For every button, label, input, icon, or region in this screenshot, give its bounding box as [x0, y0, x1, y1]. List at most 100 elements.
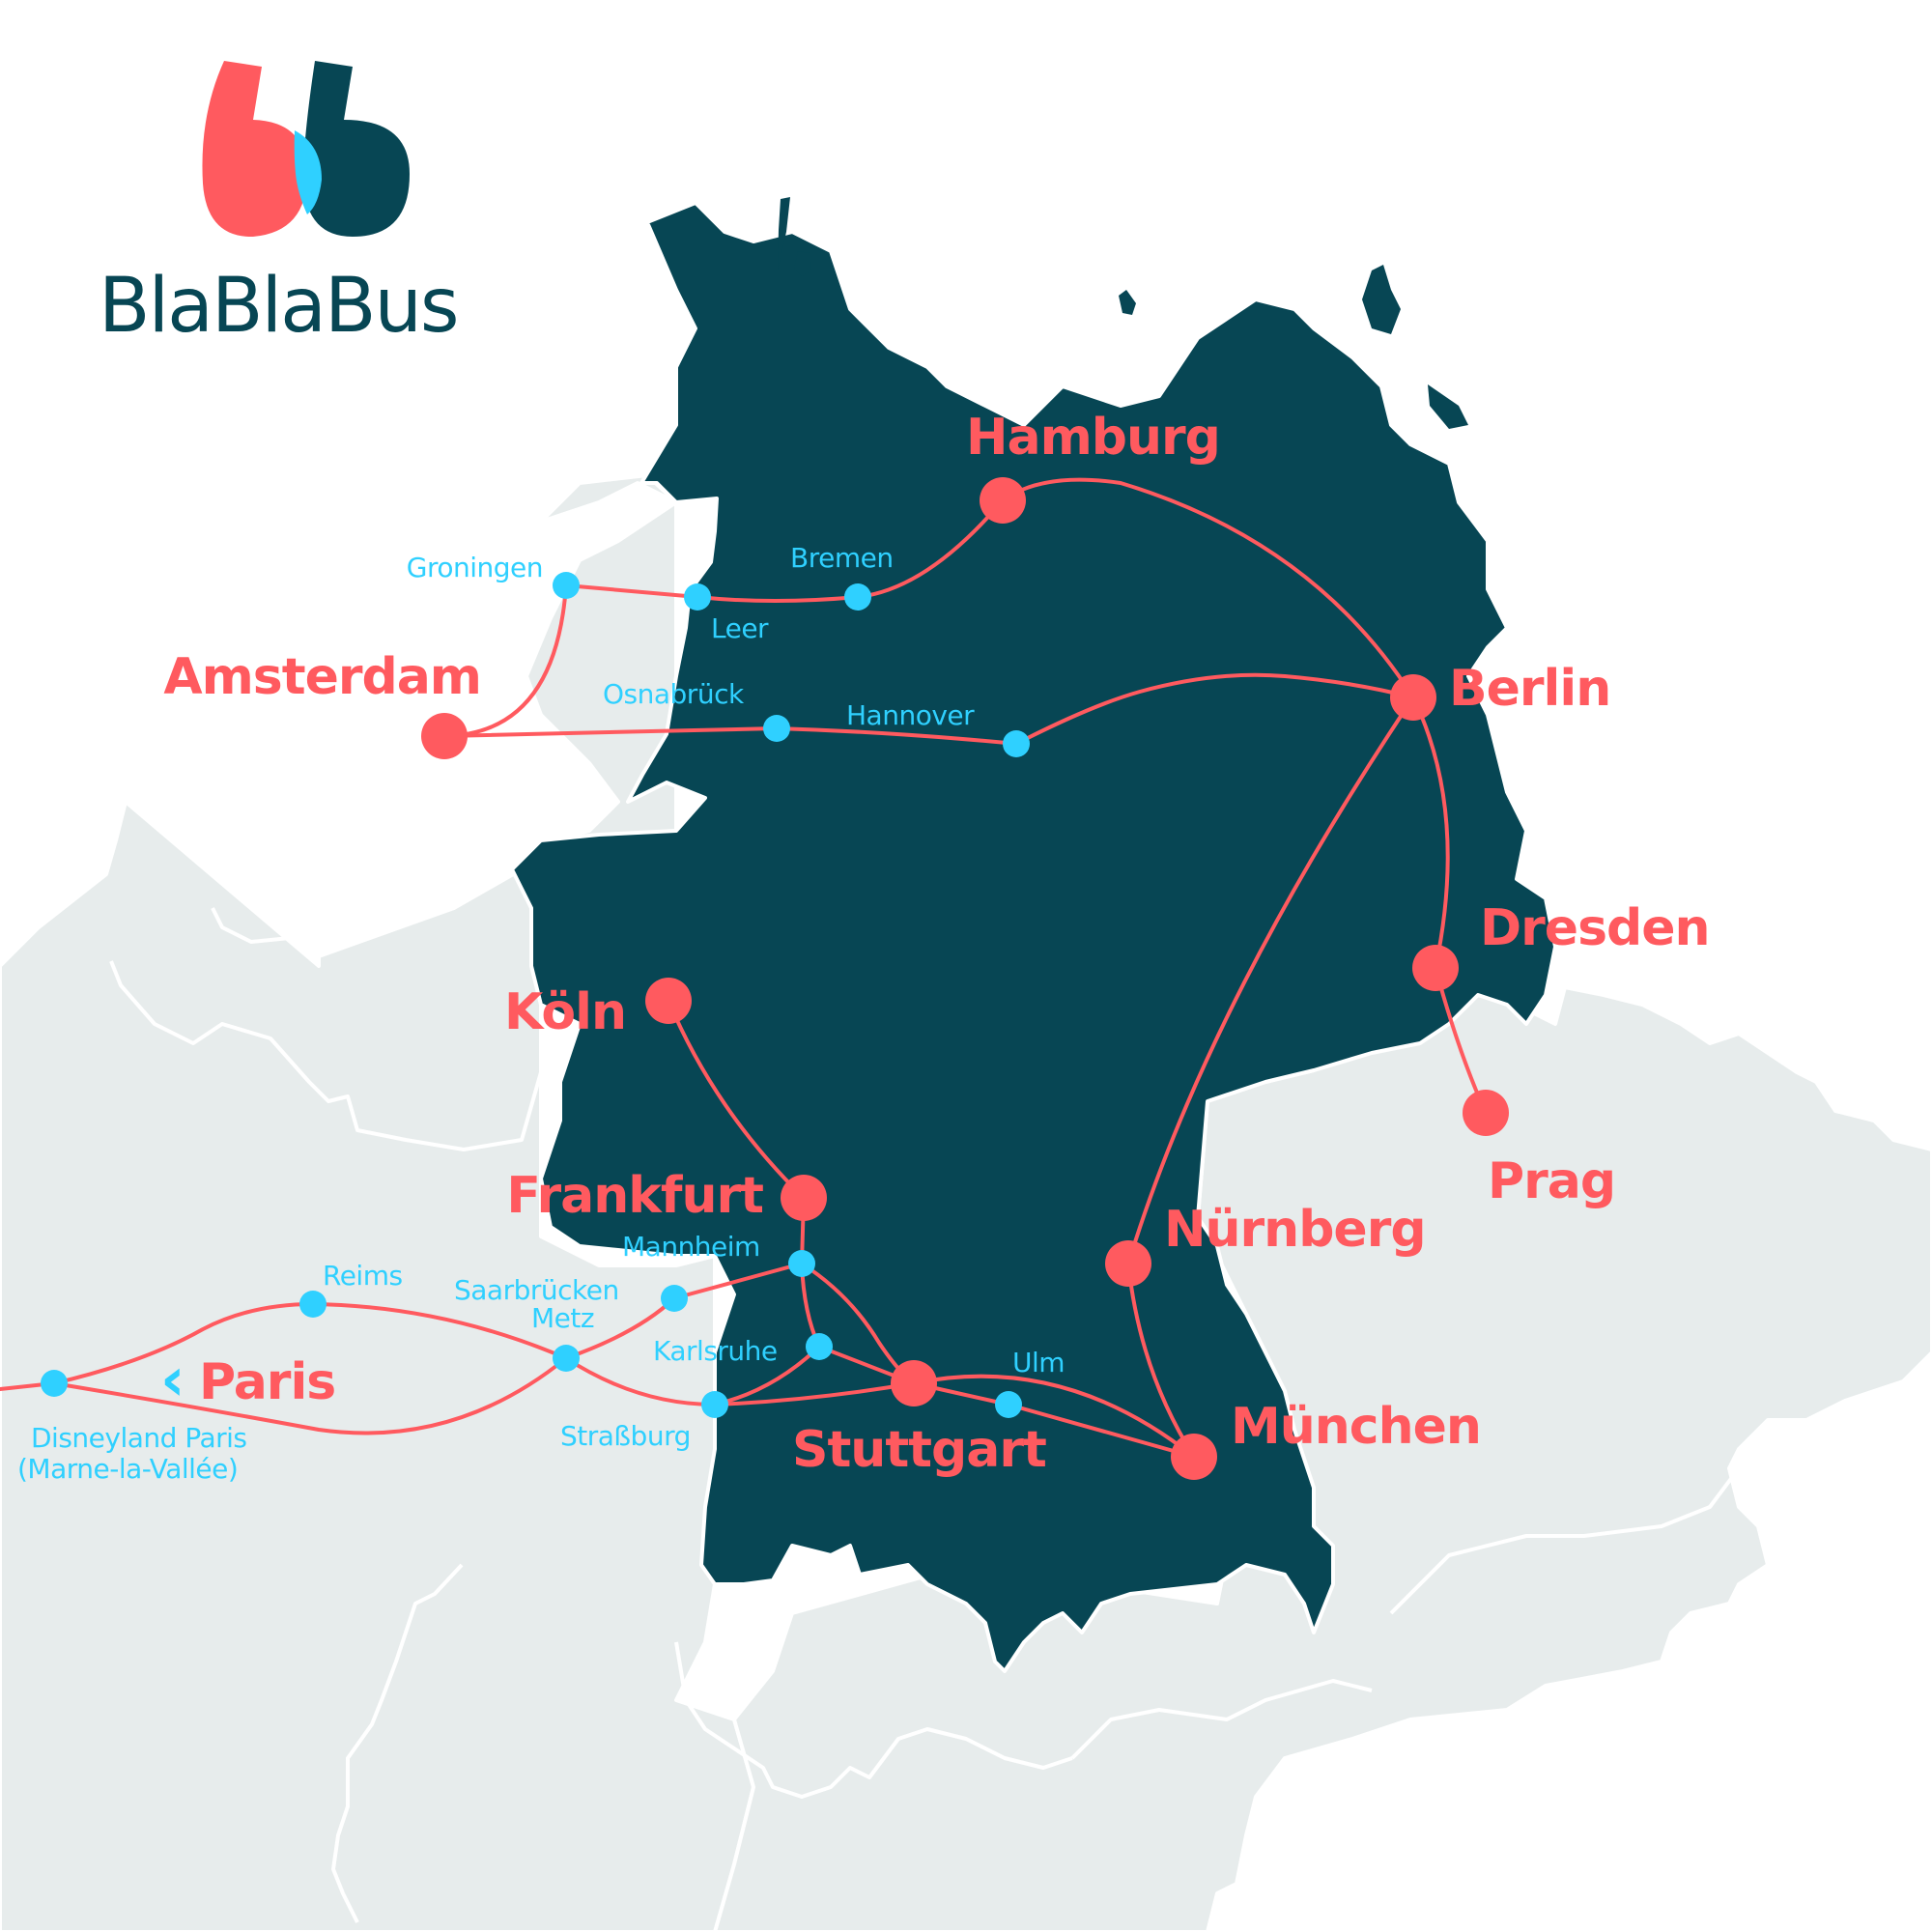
- city-nuernberg[interactable]: Nürnberg: [1105, 1201, 1427, 1287]
- stop-marker-icon: [41, 1370, 68, 1397]
- city-marker-icon: [781, 1175, 827, 1221]
- city-stuttgart[interactable]: Stuttgart: [792, 1360, 1047, 1479]
- border-at-it: [1070, 1679, 1373, 1760]
- route-metz-strassburg: [564, 1356, 717, 1406]
- city-marker-icon: [980, 477, 1026, 524]
- city-label: Frankfurt: [506, 1167, 763, 1225]
- border-be-nl-top: [211, 829, 581, 944]
- route-stuttgart-muenchen-arc: [912, 1374, 1196, 1459]
- border-fr-ch: [331, 1563, 464, 1923]
- city-frankfurt[interactable]: Frankfurt: [506, 1167, 827, 1225]
- stop-label: Metz: [531, 1302, 594, 1334]
- czechia-austria-land: [713, 985, 1932, 1932]
- border-ch-at: [674, 1641, 1073, 1799]
- city-marker-icon: [1390, 674, 1436, 721]
- stop-marker-icon: [1003, 730, 1030, 757]
- stop-leer[interactable]: Leer: [684, 583, 770, 644]
- city-marker-icon: [1463, 1090, 1509, 1136]
- city-label: Nürnberg: [1164, 1201, 1426, 1259]
- stop-mannheim[interactable]: Mannheim: [622, 1231, 815, 1277]
- stop-marker-icon: [788, 1250, 815, 1277]
- brand-wordmark: BlaBlaBus: [99, 263, 460, 350]
- paris-arrow-icon: ‹: [160, 1344, 185, 1414]
- island-ruegen: [1362, 265, 1401, 334]
- stop-label: Reims: [323, 1260, 403, 1292]
- stop-marker-icon: [995, 1391, 1022, 1418]
- city-label: Amsterdam: [163, 648, 481, 706]
- city-dresden[interactable]: Dresden: [1412, 899, 1711, 991]
- blablabus-logo-mark: [202, 61, 410, 238]
- stop-osnabrueck[interactable]: Osnabrück: [603, 678, 790, 742]
- island-fehmarn: [1119, 290, 1136, 315]
- city-marker-icon: [645, 978, 692, 1024]
- paris-label: Paris: [199, 1353, 335, 1411]
- stop-marker-icon: [701, 1391, 728, 1418]
- border-nl-be: [109, 960, 561, 1151]
- logo-right-drop: [302, 61, 410, 237]
- stop-strassburg[interactable]: Straßburg: [560, 1391, 728, 1452]
- stop-label-secondary: (Marne-la-Vallée): [17, 1453, 238, 1485]
- city-hamburg[interactable]: Hamburg: [966, 409, 1221, 524]
- city-prag[interactable]: Prag: [1463, 1090, 1616, 1210]
- stop-marker-icon: [661, 1285, 688, 1312]
- stop-marker-icon: [844, 583, 871, 611]
- route-amsterdam-berlin: [442, 672, 1415, 746]
- paris-direction[interactable]: ‹ Paris: [160, 1344, 336, 1414]
- city-marker-icon: [1412, 945, 1459, 991]
- stop-marker-icon: [553, 1345, 580, 1372]
- stop-hannover[interactable]: Hannover: [846, 699, 1030, 757]
- border-cz-at: [1389, 1466, 1741, 1615]
- island-sylt: [778, 197, 790, 270]
- city-amsterdam[interactable]: Amsterdam: [163, 648, 482, 759]
- city-label: Stuttgart: [792, 1421, 1046, 1479]
- city-label: München: [1231, 1398, 1481, 1456]
- stop-marker-icon: [553, 572, 580, 599]
- logo-overlap: [294, 130, 322, 214]
- stop-karlsruhe[interactable]: Karlsruhe: [653, 1333, 833, 1367]
- island-amrum: [794, 251, 811, 276]
- stop-disneyland[interactable]: Disneyland Paris(Marne-la-Vallée): [17, 1370, 247, 1485]
- route-reims-metz: [311, 1302, 568, 1360]
- stop-label: Mannheim: [622, 1231, 760, 1263]
- stop-saarbruecken[interactable]: Saarbrücken: [454, 1274, 688, 1312]
- route-amsterdam-groningen: [442, 583, 568, 738]
- stop-marker-icon: [763, 715, 790, 742]
- city-label: Prag: [1488, 1152, 1615, 1210]
- stop-label: Osnabrück: [603, 678, 745, 710]
- stop-marker-icon: [806, 1333, 833, 1360]
- route-hamburg-berlin: [1001, 477, 1415, 699]
- city-marker-icon: [891, 1360, 937, 1406]
- route-disney-metz: [52, 1356, 568, 1435]
- city-label: Berlin: [1449, 660, 1610, 718]
- route-koeln-frankfurt: [667, 999, 806, 1200]
- stop-label: Karlsruhe: [653, 1335, 778, 1367]
- city-berlin[interactable]: Berlin: [1390, 660, 1611, 721]
- route-strassburg-stuttgart: [713, 1381, 916, 1406]
- city-marker-icon: [421, 713, 468, 759]
- route-berlin-dresden: [1411, 696, 1450, 970]
- stop-label: Groningen: [407, 552, 543, 583]
- stop-bremen[interactable]: Bremen: [790, 542, 894, 611]
- stop-label: Straßburg: [560, 1420, 691, 1452]
- stop-reims[interactable]: Reims: [299, 1260, 403, 1318]
- city-marker-icon: [1171, 1434, 1217, 1480]
- city-label: Dresden: [1480, 899, 1710, 957]
- stop-marker-icon: [299, 1291, 327, 1318]
- city-koeln[interactable]: Köln: [504, 978, 692, 1041]
- stop-metz[interactable]: Metz: [531, 1302, 595, 1372]
- stop-ulm[interactable]: Ulm: [995, 1347, 1065, 1418]
- island-usedom: [1428, 384, 1468, 429]
- stop-label: Disneyland Paris: [31, 1422, 247, 1454]
- city-muenchen[interactable]: München: [1171, 1398, 1482, 1480]
- stop-groningen[interactable]: Groningen: [407, 552, 580, 599]
- city-label: Köln: [504, 983, 626, 1041]
- route-mannheim-saarbruecken: [672, 1262, 804, 1300]
- stop-label: Hannover: [846, 699, 975, 731]
- route-berlin-muenchen: [1126, 696, 1415, 1459]
- logo-left-drop: [202, 61, 307, 238]
- stop-label: Bremen: [790, 542, 894, 574]
- city-marker-icon: [1105, 1240, 1151, 1287]
